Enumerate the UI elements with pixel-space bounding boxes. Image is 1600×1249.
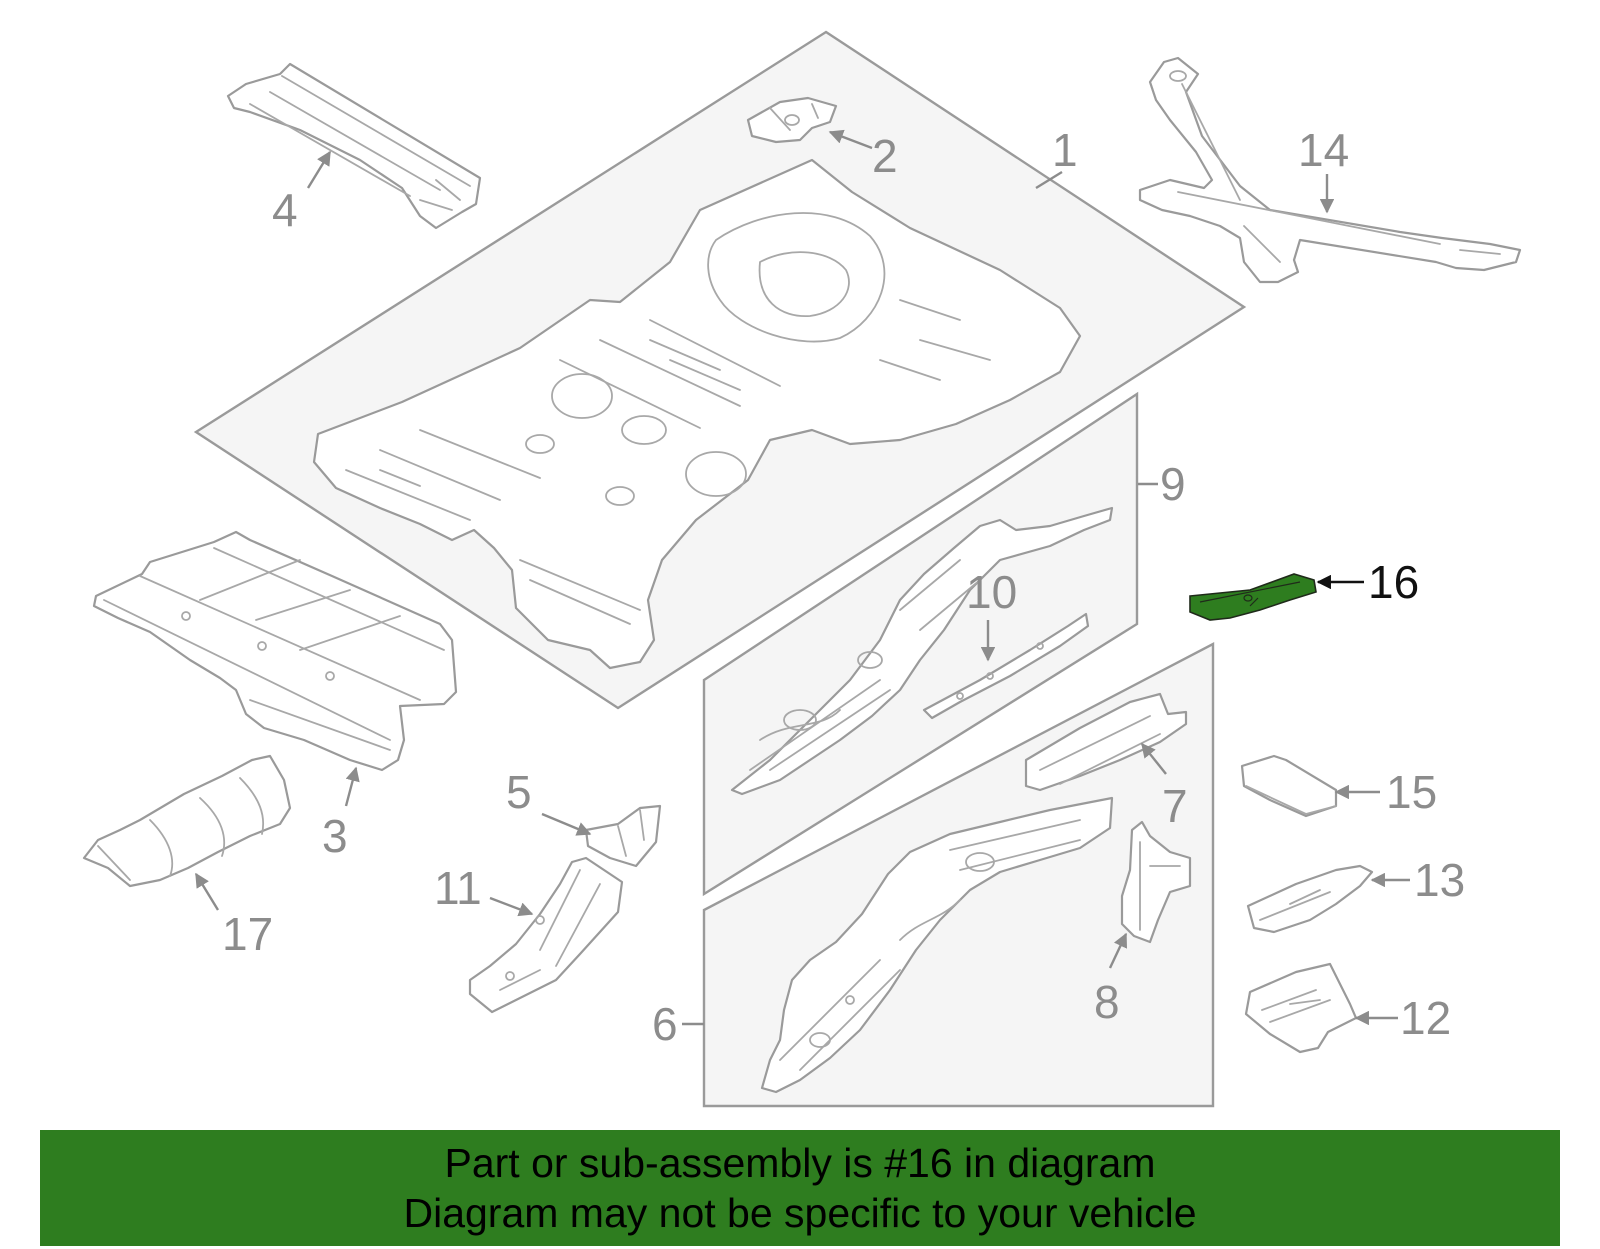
part-6-side-rail[interactable]: [760, 796, 1114, 1094]
part-1-rear-floor-pan[interactable]: [312, 158, 1082, 670]
callout-6[interactable]: 6: [652, 998, 678, 1050]
callout-12[interactable]: 12: [1400, 992, 1451, 1044]
part-3-crossmember[interactable]: [92, 530, 458, 772]
banner-line-2: Diagram may not be specific to your vehi…: [403, 1190, 1197, 1236]
callout-10[interactable]: 10: [966, 566, 1017, 618]
callout-13[interactable]: 13: [1414, 854, 1465, 906]
part-11-reinforcement[interactable]: [468, 856, 624, 1014]
part-8-bracket[interactable]: [1120, 820, 1192, 944]
part-12-bracket[interactable]: [1244, 962, 1358, 1054]
leader-2: [828, 129, 873, 150]
callout-2[interactable]: 2: [872, 130, 898, 182]
part-15-plate[interactable]: [1240, 754, 1338, 818]
leader-17: [194, 872, 220, 911]
part-7-bracket[interactable]: [1024, 692, 1188, 792]
callout-15[interactable]: 15: [1386, 766, 1437, 818]
callout-8[interactable]: 8: [1094, 976, 1120, 1028]
part-14-crossmember[interactable]: [1138, 56, 1522, 284]
leader-11: [489, 896, 534, 917]
callout-4[interactable]: 4: [272, 184, 298, 236]
part-10-strip[interactable]: [922, 612, 1090, 720]
leader-7: [1141, 742, 1167, 775]
callout-14[interactable]: 14: [1298, 124, 1349, 176]
part-17-heat-shield[interactable]: [82, 754, 292, 888]
part-16-shape[interactable]: [1189, 573, 1317, 621]
leader-3: [344, 766, 360, 807]
part-5-bracket[interactable]: [584, 804, 662, 868]
callout-7[interactable]: 7: [1162, 780, 1188, 832]
leader-1: [1035, 170, 1063, 190]
leader-8: [1108, 932, 1128, 969]
callout-9[interactable]: 9: [1160, 458, 1186, 510]
part-13-bracket[interactable]: [1246, 864, 1374, 934]
callout-5[interactable]: 5: [506, 766, 532, 818]
callout-3[interactable]: 3: [322, 810, 348, 862]
callout-16[interactable]: 16: [1368, 556, 1419, 608]
leader-4: [306, 150, 332, 189]
part-2-bracket[interactable]: [746, 96, 838, 144]
part-16-highlighted[interactable]: [1189, 573, 1317, 621]
banner-line-1: Part or sub-assembly is #16 in diagram: [444, 1140, 1156, 1186]
part-4-rail[interactable]: [226, 62, 482, 230]
callout-11[interactable]: 11: [434, 862, 482, 914]
leader-5: [541, 812, 592, 836]
part-9-side-rail[interactable]: [730, 506, 1114, 796]
info-banner: Part or sub-assembly is #16 in diagram D…: [40, 1130, 1560, 1246]
callout-1[interactable]: 1: [1052, 124, 1078, 176]
callout-17[interactable]: 17: [222, 908, 273, 960]
